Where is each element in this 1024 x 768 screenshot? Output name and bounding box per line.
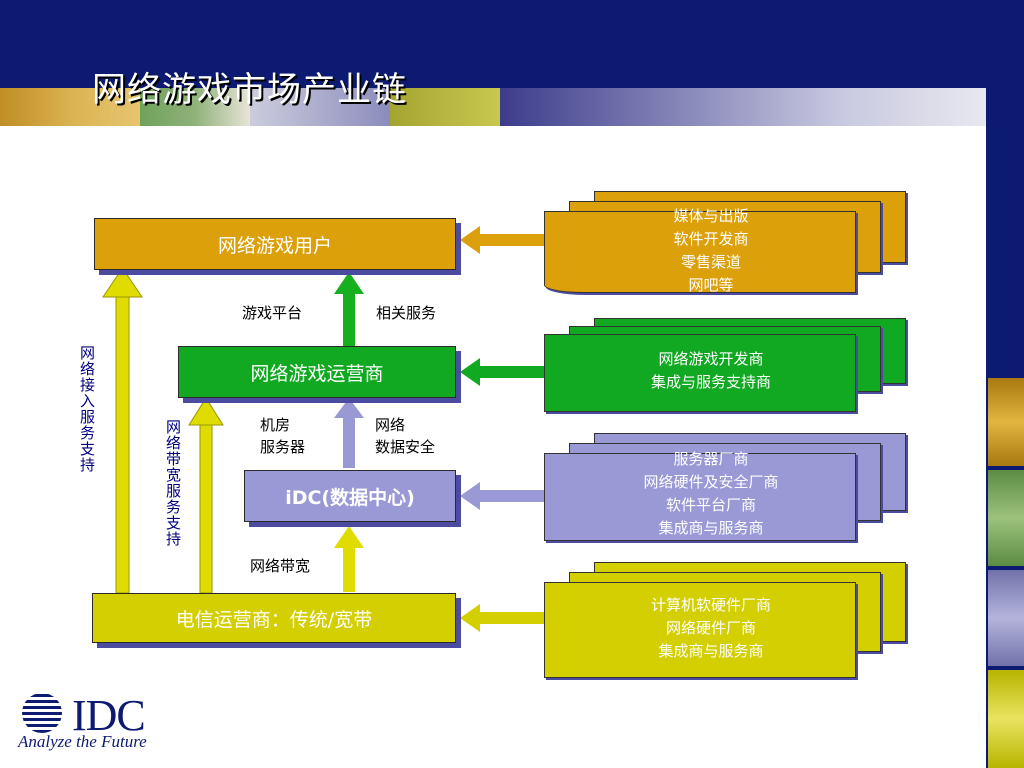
media-sheet-front [544, 211, 856, 293]
hardware-to-idc-arrow [460, 482, 544, 510]
idc-tagline: Analyze the Future [18, 732, 147, 751]
operator-box: 网络游戏运营商 [178, 346, 456, 398]
developers-line-1: 网络游戏开发商 [658, 350, 764, 368]
network-security-line-2: 数据安全 [375, 438, 436, 456]
developers-to-operator-arrow [460, 358, 544, 386]
idc-box: iDC(数据中心) [244, 470, 456, 522]
users-label: 网络游戏用户 [217, 234, 332, 257]
media-line-1: 媒体与出版 [673, 207, 749, 225]
computers-supplier-stack: 计算机软硬件厂商 网络硬件厂商 集成商与服务商 [544, 562, 908, 682]
hardware-line-1: 服务器厂商 [673, 450, 749, 468]
network-security-line-1: 网络 [375, 416, 406, 434]
header-strip-fade [500, 88, 986, 126]
idc-logo-text: IDC [72, 691, 146, 740]
right-block-gold [988, 378, 1024, 466]
hardware-line-2: 网络硬件及安全厂商 [643, 473, 779, 491]
access-arrow [102, 267, 143, 594]
computers-to-telecom-arrow [460, 604, 544, 632]
media-line-3: 零售渠道 [680, 253, 741, 271]
header-strip-olive [390, 88, 500, 126]
operator-to-users-arrow [334, 272, 364, 346]
users-box: 网络游戏用户 [94, 218, 456, 270]
media-line-4: 网吧等 [688, 276, 734, 294]
idc-globe-icon [22, 694, 62, 733]
related-services-label: 相关服务 [376, 304, 437, 322]
hardware-line-3: 软件平台厂商 [665, 496, 756, 514]
hardware-sheet-front [544, 453, 856, 541]
page-title: 网络游戏市场产业链 [92, 70, 407, 110]
developers-supplier-stack: 网络游戏开发商 集成与服务支持商 [544, 318, 908, 414]
network-security-label: 网络 数据安全 [375, 414, 435, 458]
hardware-supplier-stack: 服务器厂商 网络硬件及安全厂商 软件平台厂商 集成商与服务商 [544, 433, 908, 545]
telecom-to-idc-arrow [334, 526, 364, 592]
computers-sheet-front [544, 582, 856, 678]
telecom-box: 电信运营商：传统/宽带 [92, 593, 456, 643]
access-support-label: 网络接入服务支持 [80, 344, 96, 474]
hardware-supplier-text: 服务器厂商 网络硬件及安全厂商 软件平台厂商 集成商与服务商 [564, 448, 858, 540]
server-room-line-1: 机房 [260, 416, 291, 434]
bandwidth-label: 网络带宽 [250, 557, 311, 575]
header-divider [0, 126, 986, 129]
developers-sheet-front [544, 334, 856, 412]
header-strip-green [140, 88, 250, 126]
broadband-support-label: 网络带宽服务支持 [166, 418, 182, 548]
header-strip-lavender [250, 88, 390, 126]
game-platform-label: 游戏平台 [242, 304, 303, 322]
server-room-line-2: 服务器 [260, 438, 306, 456]
computers-line-1: 计算机软硬件厂商 [650, 596, 771, 614]
media-supplier-text: 媒体与出版 软件开发商 零售渠道 网吧等 [564, 205, 858, 297]
operator-label: 网络游戏运营商 [250, 362, 384, 385]
computers-supplier-text: 计算机软硬件厂商 网络硬件厂商 集成商与服务商 [564, 594, 858, 663]
media-supplier-stack: 媒体与出版 软件开发商 零售渠道 网吧等 [544, 191, 908, 301]
media-line-2: 软件开发商 [673, 230, 749, 248]
server-room-label: 机房 服务器 [260, 414, 305, 458]
right-block-yellow [988, 670, 1024, 768]
media-to-users-arrow [460, 226, 544, 254]
hardware-line-4: 集成商与服务商 [658, 519, 764, 537]
header-strip-gold [0, 88, 150, 126]
computers-line-2: 网络硬件厂商 [665, 619, 756, 637]
idc-label: iDC(数据中心) [285, 486, 415, 509]
telecom-label: 电信运营商：传统/宽带 [175, 608, 373, 631]
developers-line-2: 集成与服务支持商 [650, 373, 771, 391]
idc-to-operator-arrow [334, 398, 364, 468]
right-block-lavender [988, 570, 1024, 666]
computers-line-3: 集成商与服务商 [658, 642, 764, 660]
broadband-arrow [188, 397, 224, 594]
right-block-green [988, 470, 1024, 566]
developers-supplier-text: 网络游戏开发商 集成与服务支持商 [564, 348, 858, 394]
